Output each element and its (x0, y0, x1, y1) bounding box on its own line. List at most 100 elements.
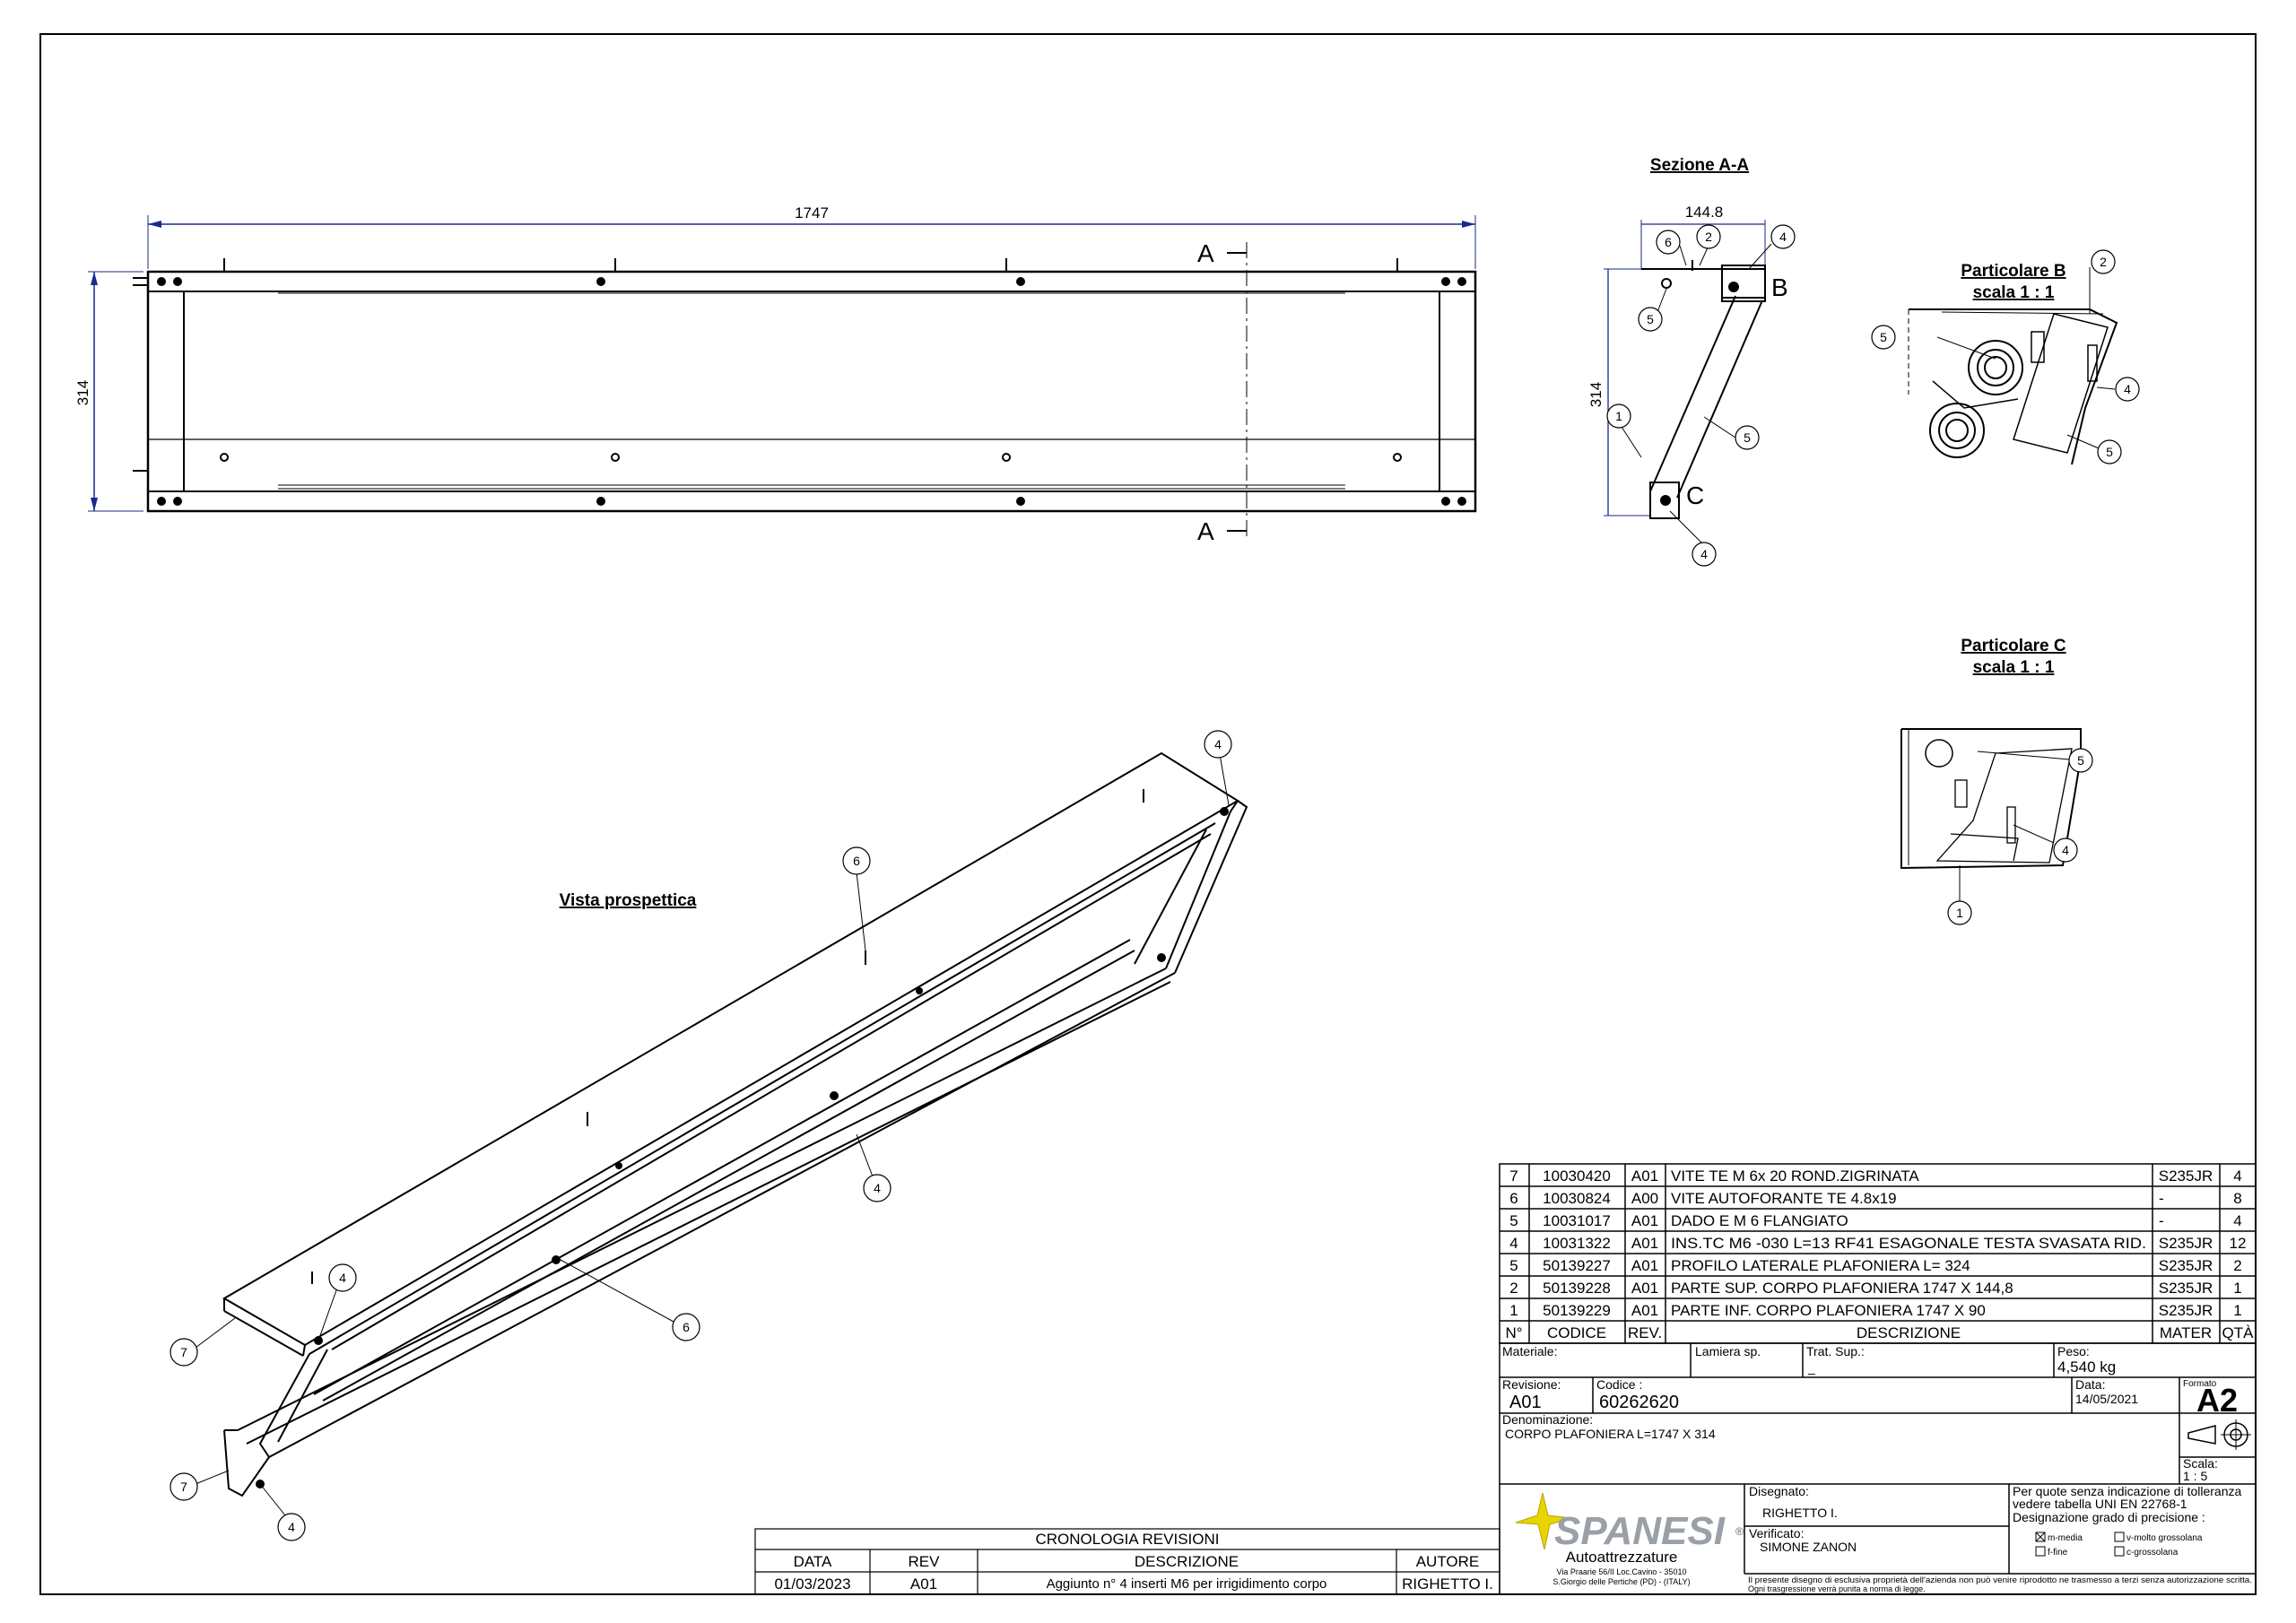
svg-text:1: 1 (2233, 1280, 2241, 1297)
detail-c-callout-5: 5 (2077, 753, 2084, 768)
scala-label: Scala: (2183, 1456, 2218, 1471)
bom-header: N° CODICE REV. DESCRIZIONE MATER QTÀ (1505, 1324, 2254, 1341)
perspective-callout-6a: 6 (853, 854, 860, 868)
svg-text:PARTE SUP. CORPO PLAFONIERA 17: PARTE SUP. CORPO PLAFONIERA 1747 X 144,8 (1671, 1280, 2013, 1297)
svg-text:1: 1 (1509, 1302, 1518, 1319)
bom-row: 4 10031322 A01 INS.TC M6 -030 L=13 RF41 … (1509, 1235, 2246, 1252)
svg-text:A01: A01 (1631, 1280, 1658, 1297)
svg-text:4: 4 (1509, 1235, 1518, 1252)
svg-text:2: 2 (1509, 1280, 1518, 1297)
section-aa-callout-6: 6 (1665, 235, 1672, 249)
formato-label: Formato (2183, 1379, 2217, 1389)
company-sub: Autoattrezzature (1566, 1549, 1678, 1566)
revisione-label: Revisione: (1502, 1377, 1561, 1392)
svg-text:50139228: 50139228 (1543, 1280, 1611, 1297)
materiale-label: Materiale: (1502, 1344, 1557, 1358)
svg-text:10031017: 10031017 (1543, 1212, 1611, 1229)
detail-b-drawing (1908, 308, 2118, 465)
bom-row: 6 10030824 A00 VITE AUTOFORANTE TE 4.8x1… (1509, 1190, 2241, 1207)
detail-b-callout-5b: 5 (2106, 445, 2113, 459)
revision-row-autore: RIGHETTO I. (1402, 1575, 1493, 1593)
option-m: m-media (2048, 1533, 2083, 1543)
title-block-texts: Materiale: Lamiera sp. Trat. Sup.: _ Pes… (1502, 1344, 2252, 1593)
verificato-value: SIMONE ZANON (1760, 1540, 1857, 1554)
section-mark-top: A (1197, 239, 1214, 267)
detail-c-scale: scala 1 : 1 (1973, 658, 2055, 677)
codice-label: Codice : (1596, 1377, 1642, 1392)
denominazione-value: CORPO PLAFONIERA L=1747 X 314 (1505, 1427, 1716, 1441)
svg-text:S235JR: S235JR (2159, 1235, 2213, 1252)
company-name: SPANESI (1554, 1509, 1726, 1553)
tolerance-line-3: Designazione grado di precisione : (2013, 1510, 2205, 1524)
svg-text:S235JR: S235JR (2159, 1302, 2213, 1319)
detail-b-marker: B (1771, 273, 1788, 301)
svg-text:INS.TC M6 -030 L=13 RF41 ESAG: INS.TC M6 -030 L=13 RF41 ESAGONALE TESTA… (1671, 1235, 2146, 1252)
detail-b-callout-4: 4 (2124, 382, 2131, 396)
svg-text:10030824: 10030824 (1543, 1190, 1611, 1207)
scala-value: 1 : 5 (2183, 1469, 2207, 1483)
svg-text:7: 7 (1509, 1167, 1518, 1185)
svg-text:8: 8 (2233, 1190, 2241, 1207)
denominazione-label: Denominazione: (1502, 1412, 1593, 1427)
section-aa-callout-5a: 5 (1647, 312, 1654, 326)
option-f: f-fine (2048, 1548, 2068, 1558)
section-aa-callout-4b: 4 (1700, 547, 1708, 561)
svg-text:MATER: MATER (2160, 1324, 2212, 1341)
bom-rows: 7 10030420 A01 VITE TE M 6x 20 ROND.ZIGR… (1505, 1167, 2254, 1341)
sheet-border (39, 33, 2257, 1595)
perspective-drawing (222, 751, 1248, 1497)
lamiera-label: Lamiera sp. (1695, 1344, 1761, 1358)
company-reg: ® (1735, 1525, 1744, 1538)
trat-value: _ (1807, 1360, 1815, 1375)
top-view-length-dim: 1747 (795, 204, 829, 221)
revisions-texts: CRONOLOGIA REVISIONI DATA REV DESCRIZION… (774, 1531, 1492, 1593)
detail-c-marker: C (1686, 482, 1704, 509)
bom-row: 1 50139229 A01 PARTE INF. CORPO PLAFONIE… (1509, 1302, 2241, 1319)
svg-text:DADO E M 6 FLANGIATO: DADO E M 6 FLANGIATO (1671, 1212, 1848, 1229)
section-aa-callout-5b: 5 (1744, 430, 1751, 445)
svg-text:50139229: 50139229 (1543, 1302, 1611, 1319)
peso-label: Peso: (2057, 1344, 2090, 1358)
svg-text:A01: A01 (1631, 1235, 1658, 1252)
bom-row: 7 10030420 A01 VITE TE M 6x 20 ROND.ZIGR… (1509, 1167, 2241, 1185)
star-icon (1515, 1492, 1572, 1550)
detail-c-drawing (1900, 728, 2082, 870)
revisions-header-data: DATA (794, 1553, 832, 1570)
tolerance-line-2: vedere tabella UNI EN 22768-1 (2013, 1497, 2187, 1511)
svg-text:5: 5 (1509, 1212, 1518, 1229)
revisions-header-rev: REV (909, 1553, 941, 1570)
bom-row: 5 50139227 A01 PROFILO LATERALE PLAFONIE… (1509, 1257, 2241, 1274)
svg-text:S235JR: S235JR (2159, 1257, 2213, 1274)
svg-text:S235JR: S235JR (2159, 1280, 2213, 1297)
svg-text:N°: N° (1505, 1324, 1522, 1341)
svg-text:CODICE: CODICE (1547, 1324, 1606, 1341)
formato-value: A2 (2196, 1382, 2238, 1419)
svg-text:-: - (2159, 1190, 2164, 1207)
svg-text:A01: A01 (1631, 1257, 1658, 1274)
data-label: Data: (2075, 1377, 2105, 1392)
detail-c-callouts: 5 4 1 (1947, 748, 2093, 925)
legal-line-2: Ogni trasgressione verrà punita a norma … (1748, 1584, 1926, 1593)
svg-text:1: 1 (2233, 1302, 2241, 1319)
svg-text:DESCRIZIONE: DESCRIZIONE (1857, 1324, 1961, 1341)
svg-text:A01: A01 (1631, 1212, 1658, 1229)
detail-b-callout-2: 2 (2100, 255, 2107, 269)
revisions-header-desc: DESCRIZIONE (1135, 1553, 1239, 1570)
revisions-title: CRONOLOGIA REVISIONI (1036, 1531, 1220, 1548)
section-aa-callout-2: 2 (1705, 230, 1712, 244)
svg-text:VITE TE M 6x 20 ROND.ZIGRINATA: VITE TE M 6x 20 ROND.ZIGRINATA (1671, 1167, 1919, 1185)
svg-text:10030420: 10030420 (1543, 1167, 1611, 1185)
svg-text:REV.: REV. (1628, 1324, 1662, 1341)
perspective-title: Vista prospettica (560, 891, 697, 910)
option-c: c-grossolana (2126, 1548, 2179, 1558)
detail-c-title: Particolare C (1961, 637, 2066, 655)
section-aa-callouts: 6 2 4 5 1 5 4 (1606, 224, 1796, 567)
section-aa-callout-1: 1 (1615, 409, 1622, 423)
section-aa-width-dim: 144.8 (1685, 204, 1724, 221)
perspective-callout-4b: 4 (874, 1181, 881, 1195)
detail-b-callouts: 2 5 4 5 (1871, 249, 2140, 464)
legal-line-1: Il presente disegno di esclusiva proprie… (1748, 1575, 2252, 1584)
perspective-callout-4a: 4 (1214, 737, 1222, 751)
revisions-header-autore: AUTORE (1416, 1553, 1480, 1570)
